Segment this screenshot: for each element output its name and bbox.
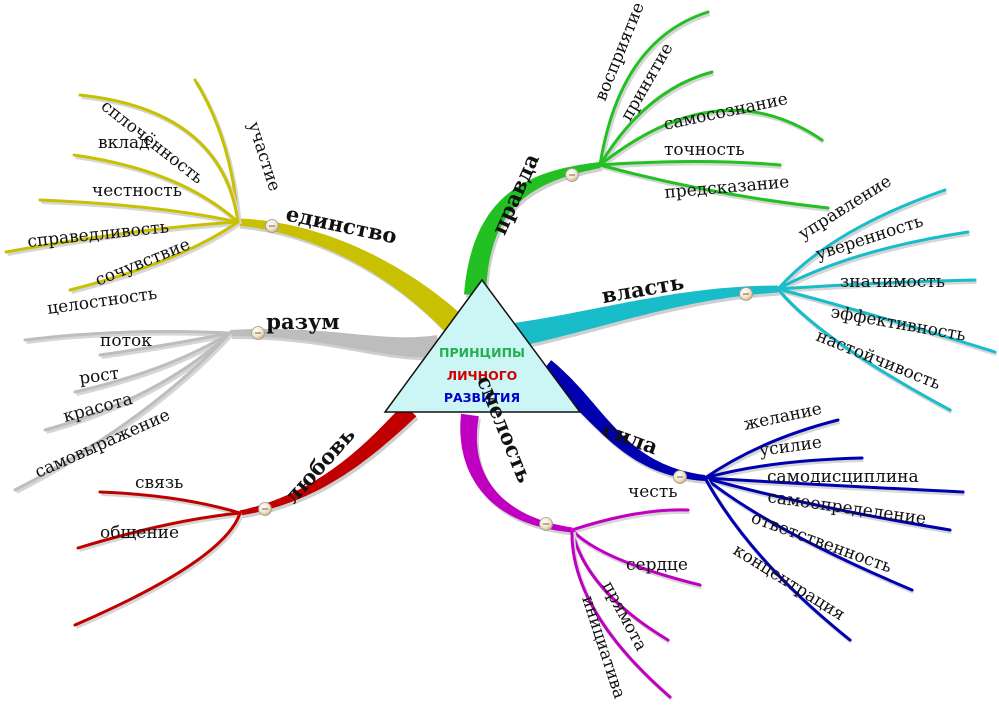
leaf-line-sila-1 [703, 456, 864, 480]
center-triangle [383, 278, 582, 413]
leaf-label-smelost-1[interactable]: сердце [626, 555, 688, 575]
leaf-label-edinstvo-2[interactable]: вклад [98, 133, 150, 153]
center-node[interactable]: ПРИНЦИПЫ ЛИЧНОГО РАЗВИТИЯ [383, 278, 582, 413]
leaf-line-lyubov-0 [98, 490, 242, 515]
branch-trunk-sila [538, 360, 706, 481]
branch-trunk-pravda [464, 162, 601, 296]
leaf-line-pravda-2 [598, 108, 824, 167]
leaf-label-edinstvo-4[interactable]: справедливость [26, 217, 169, 252]
leaf-shadow [779, 280, 977, 293]
leaf-label-sila-2[interactable]: самодисциплина [767, 467, 919, 487]
leaf-label-pravda-4[interactable]: предсказание [664, 172, 790, 203]
leaf-shadow [599, 72, 715, 169]
leaf-line-sila-0 [703, 418, 840, 480]
leaf-shadow [26, 331, 232, 344]
leaf-shadow [600, 165, 830, 212]
branch-label-razum[interactable]: разум [266, 309, 339, 334]
leaf-label-razum-3[interactable]: красота [61, 389, 135, 427]
leaf-line-razum-0 [23, 330, 232, 342]
leaf-line-vlast-2 [776, 278, 977, 291]
leaf-line-lyubov-1 [76, 511, 242, 550]
branch-trunk-vlast [512, 285, 779, 347]
leaf-line-razum-2 [73, 331, 232, 394]
leaf-shadow [101, 333, 232, 359]
leaf-line-edinstvo-5 [68, 220, 240, 292]
branch-trunk-razum [229, 328, 440, 358]
leaf-line-edinstvo-3 [38, 198, 240, 224]
leaf-line-pravda-0 [598, 10, 710, 167]
center-line-3: РАЗВИТИЯ [444, 390, 520, 405]
branch-trunk-edinstvo [237, 218, 464, 334]
leaf-shadow [41, 200, 240, 226]
leaf-line-smelost-2 [570, 528, 670, 642]
leaf-shadow [71, 222, 241, 294]
leaf-line-vlast-1 [776, 230, 970, 291]
leaf-shadow [7, 222, 240, 256]
leaf-line-sila-3 [703, 476, 952, 532]
leaf-line-vlast-0 [776, 188, 947, 291]
leaf-label-sila-1[interactable]: усилие [758, 432, 823, 461]
leaf-label-vlast-2[interactable]: значимость [840, 272, 945, 292]
leaves-layer [4, 10, 998, 701]
leaf-line-edinstvo-2 [72, 153, 240, 224]
leaf-line-edinstvo-1 [78, 93, 240, 224]
leaf-shadow [705, 478, 952, 534]
leaf-label-lyubov-1[interactable]: общение [100, 523, 179, 543]
leaf-line-pravda-1 [598, 70, 714, 167]
leaf-line-pravda-3 [598, 160, 782, 167]
leaf-shadow [601, 161, 782, 169]
leaf-line-edinstvo-0 [193, 78, 240, 224]
leaf-shadow [15, 333, 233, 494]
branch-shadow-vlast [514, 288, 781, 350]
leaf-line-sila-2 [703, 476, 965, 494]
leaf-label-pravda-2[interactable]: самосознание [662, 89, 790, 135]
leaf-line-sila-4 [703, 476, 914, 592]
leaf-label-pravda-3[interactable]: точность [664, 140, 745, 160]
leaf-label-edinstvo-0[interactable]: участие [243, 119, 284, 193]
leaf-label-lyubov-0[interactable]: связь [135, 473, 183, 493]
leaf-shadow [599, 12, 711, 168]
leaf-line-vlast-4 [776, 287, 952, 412]
leaf-line-lyubov-2 [73, 511, 242, 627]
leaf-shadow [705, 420, 840, 482]
leaf-label-edinstvo-3[interactable]: честность [92, 181, 182, 201]
leaf-label-smelost-0[interactable]: честь [628, 482, 677, 502]
leaf-shadow [572, 509, 690, 534]
leaf-line-razum-3 [43, 331, 232, 432]
branch-trunk-lyubov [239, 403, 417, 516]
leaf-line-sila-5 [703, 476, 852, 642]
leaf-line-edinstvo-4 [4, 220, 240, 254]
leaf-line-vlast-3 [776, 287, 997, 354]
branch-trunk-smelost [460, 413, 573, 533]
leaf-line-razum-4 [13, 331, 232, 492]
leaf-shadow [705, 458, 864, 482]
leaf-shadow [101, 492, 243, 517]
leaf-shadow [778, 232, 970, 293]
center-line-2: ЛИЧНОГО [447, 368, 518, 383]
leaf-line-razum-1 [98, 331, 232, 357]
leaf-line-smelost-3 [570, 528, 672, 699]
leaf-shadow [78, 513, 242, 552]
leaf-line-smelost-1 [570, 528, 702, 587]
leaf-label-razum-1[interactable]: поток [100, 331, 152, 351]
branches-layer [229, 162, 781, 536]
center-line-1: ПРИНЦИПЫ [439, 345, 525, 360]
leaf-line-pravda-4 [598, 163, 830, 210]
leaf-shadow [75, 514, 244, 629]
leaf-shadow [706, 478, 965, 496]
leaf-shadow [778, 190, 948, 293]
leaf-line-smelost-0 [570, 508, 690, 532]
